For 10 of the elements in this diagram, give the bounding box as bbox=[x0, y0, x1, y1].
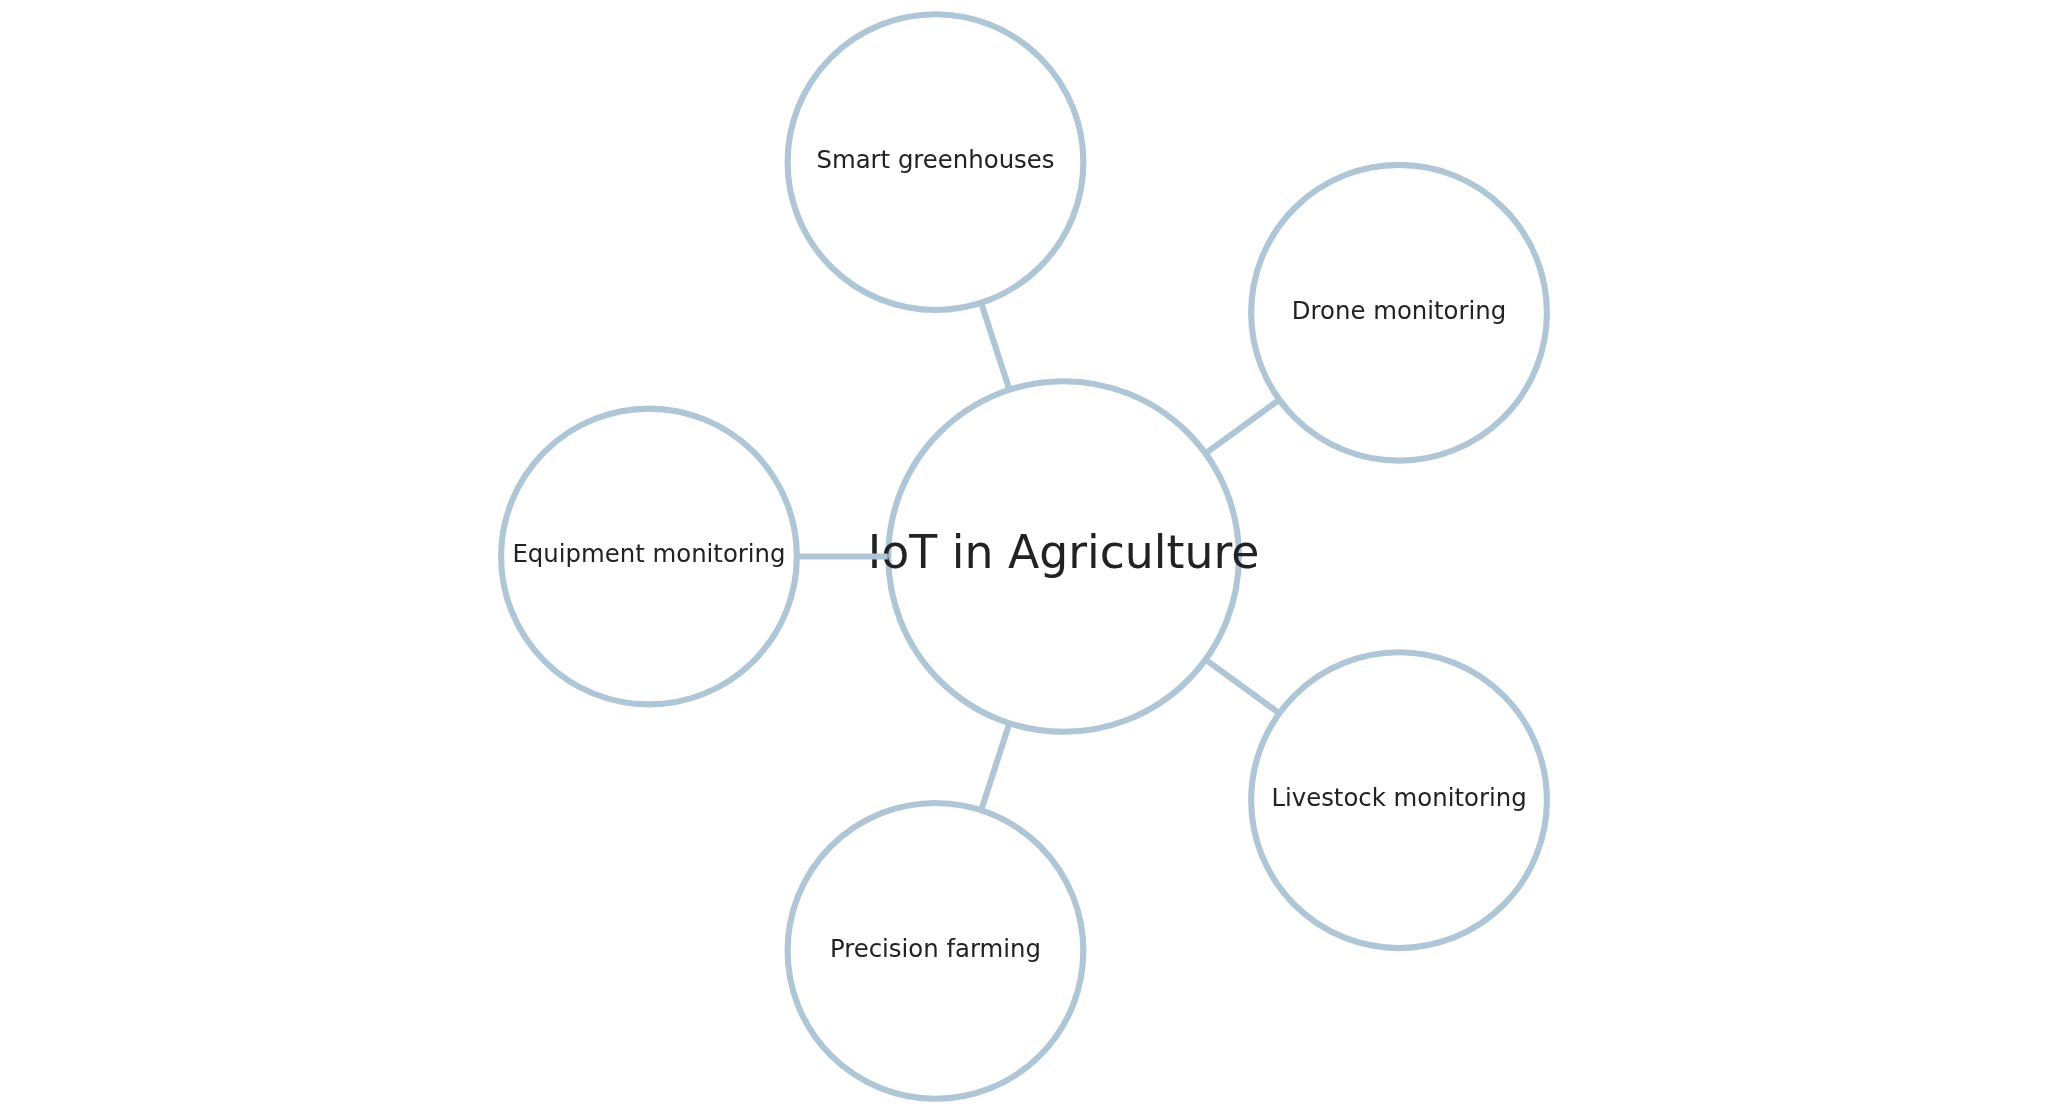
node-circle: Smart greenhouses bbox=[784, 11, 1087, 314]
node-circle: Drone monitoring bbox=[1248, 161, 1550, 464]
connector bbox=[1204, 657, 1282, 716]
connector bbox=[978, 722, 1013, 812]
node-circle: Livestock monitoring bbox=[1248, 649, 1550, 952]
connector bbox=[1204, 397, 1282, 456]
node-circle: Equipment monitoring bbox=[498, 405, 800, 708]
connector bbox=[978, 301, 1013, 391]
connector bbox=[796, 553, 888, 560]
node-circle: Precision farming bbox=[784, 799, 1087, 1102]
